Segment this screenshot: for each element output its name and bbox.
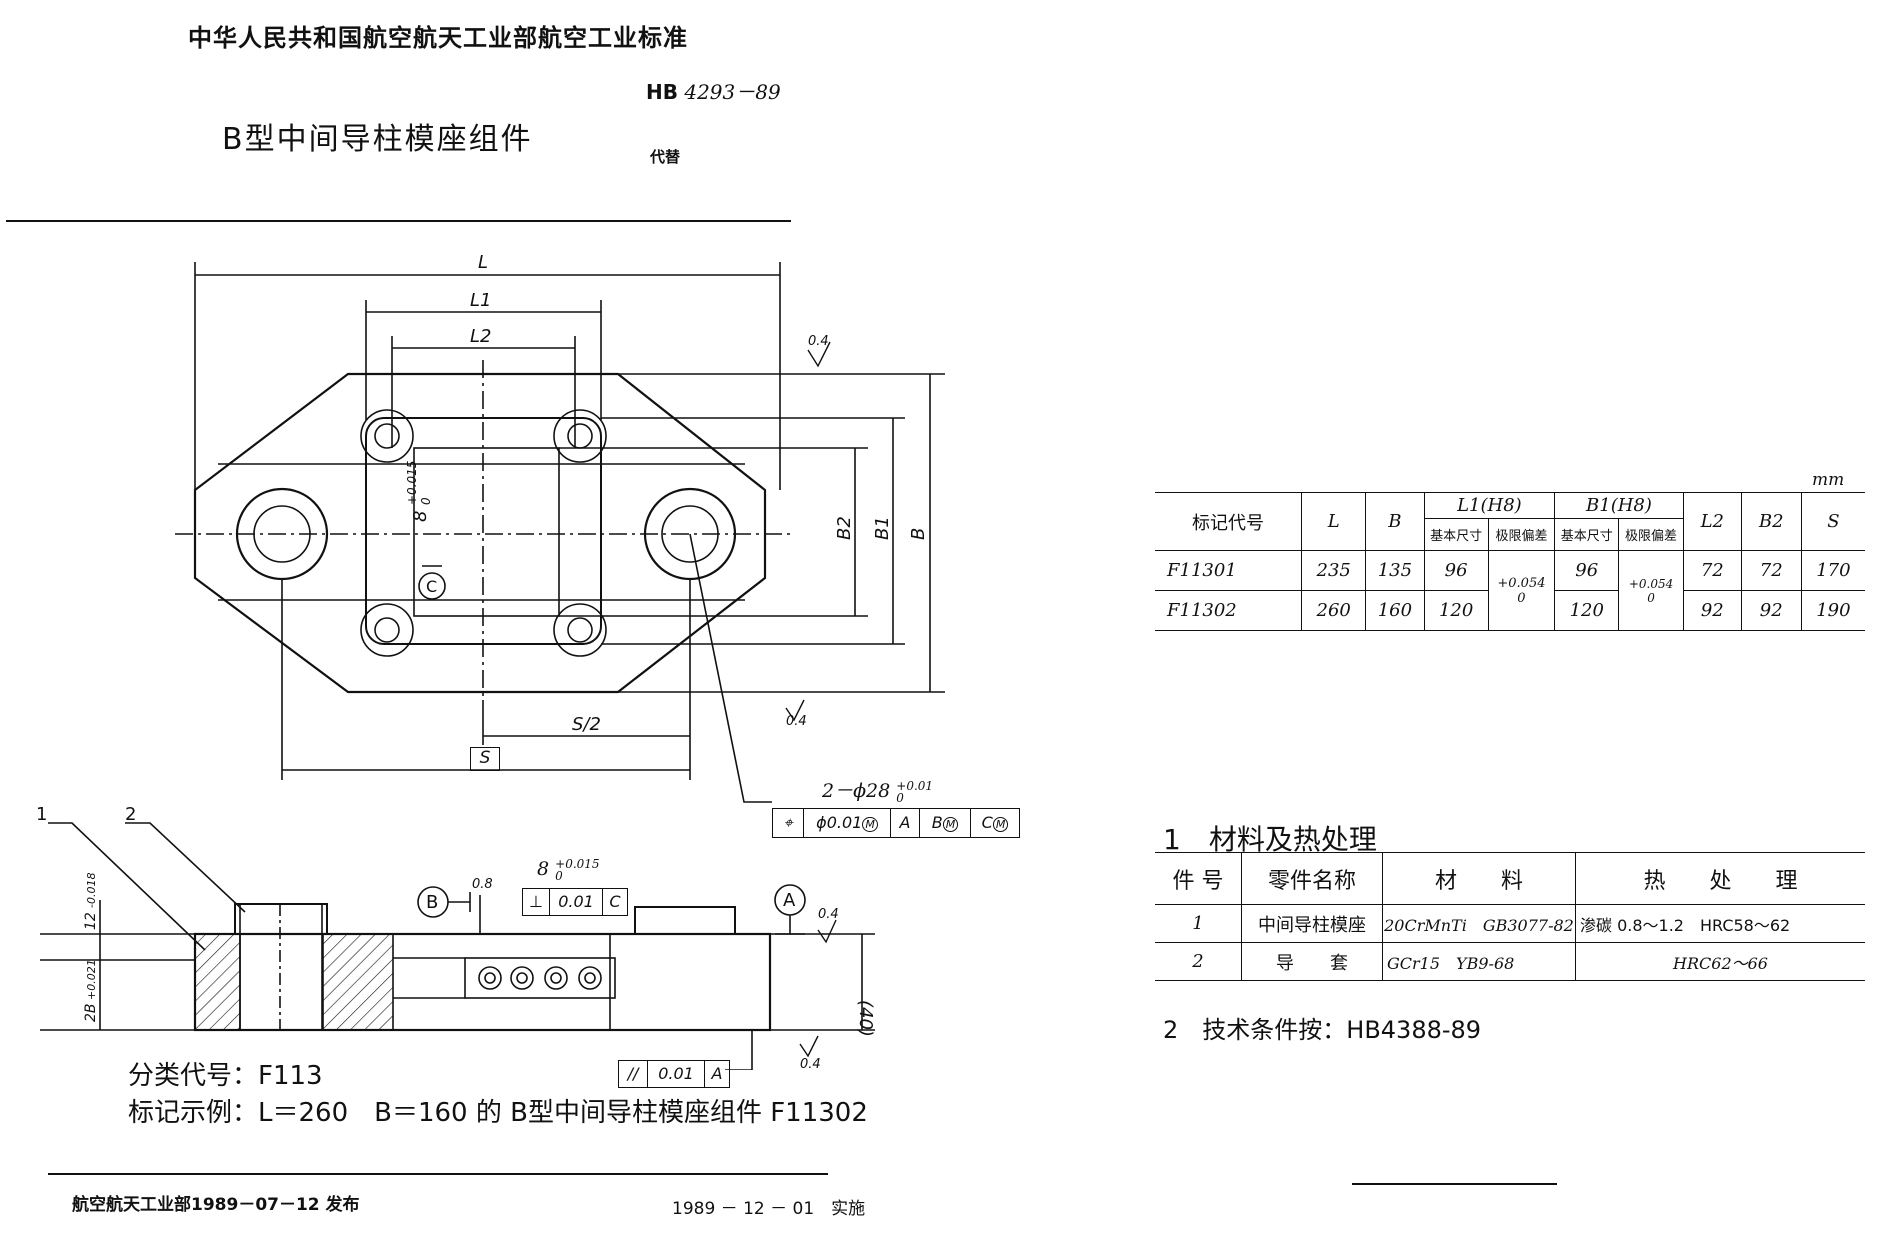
unit-label: mm [1812,470,1845,490]
slot-tol-low-label: 0 [419,497,433,505]
roughness-04b-value: 0.4 [800,1057,821,1070]
hdr-L2: L2 [1682,492,1742,551]
hdr-code: 标记代号 [1155,492,1303,551]
roughness-bottom-value: 0.4 [786,714,807,729]
dim-12-label: 12 [83,912,99,930]
hdr-L1-basic: 基本尺寸 [1423,518,1489,551]
dim-B2-label: B2 [834,516,855,540]
hole-tol-up: +0.01 [896,779,934,793]
B1-deviation: +0.054 0 [1618,550,1684,631]
materials-table: 件 号 零件名称 材 料 热 处 理 1 中间导柱模座 20CrMnTi GB3… [1155,852,1865,981]
table-row: 1 中间导柱模座 20CrMnTi GB3077-82 渗碳 0.8～1.2 H… [1155,904,1865,943]
standard-number: HB 4293－89 [646,76,781,105]
par-value: 0.01 [648,1061,705,1087]
dim-2B-tol: +0.021 [85,959,98,1000]
hdr-B2: B2 [1740,492,1802,551]
mat-hdr-name: 零件名称 [1241,852,1383,905]
L1-deviation: +0.054 0 [1487,550,1556,631]
mat-hdr-material: 材 料 [1382,852,1576,905]
hdr-L: L [1301,492,1367,551]
datum-C-label: C [426,577,437,596]
hole-tol-low: 0 [896,791,904,805]
section-view-drawing: 1 2 B A 0.8 0.4 0.4 (40) 12 -0.018 2B +0… [36,804,876,1070]
dim-B1-label: B1 [872,516,893,540]
marking-example: 标记示例：L＝260 B＝160 的 B型中间导柱模座组件 F11302 [128,1098,868,1128]
item-2-callout: 2 [125,804,136,825]
dim-B-label: B [908,528,929,540]
mat-hdr-no: 件 号 [1155,852,1242,905]
dim-S-box: S [470,747,500,771]
dim-2B-label: 2B [83,1003,99,1022]
slot-dim-label: 8 [410,511,431,522]
hole-spec: 2－ϕ28 +0.01 0 [822,776,933,804]
mat-hdr-heat: 热 处 理 [1575,852,1865,905]
document-title: B型中间导柱模座组件 [222,122,533,157]
hdr-L1: L1(H8) [1423,492,1556,519]
issued-date: 航空航天工业部1989－07－12 发布 [72,1195,360,1215]
slot-dim-section: 8 +0.015 0 [537,857,600,883]
size-table: 标记代号 L B L1(H8) B1(H8) L2 B2 S 基本尺寸 极限偏差… [1155,492,1865,631]
perp-value: 0.01 [550,889,603,915]
roughness-08-value: 0.8 [472,877,493,892]
datum-A-label: A [783,890,796,911]
item-1-callout: 1 [36,804,47,825]
dim-L1-label: L1 [470,290,491,311]
org-standard-title: 中华人民共和国航空航天工业部航空工业标准 [188,24,688,52]
standard-code: 4293－89 [684,80,781,104]
dim-12-tol: -0.018 [85,873,98,908]
dim-S2-label: S/2 [572,714,601,735]
ref-datum-A: A [891,809,920,837]
hdr-B1-basic: 基本尺寸 [1554,518,1620,551]
end-rule [1352,1183,1557,1185]
hdr-S: S [1800,492,1865,551]
roughness-top-value: 0.4 [808,334,829,349]
tech-conditions: 2 技术条件按：HB4388-89 [1163,1016,1482,1044]
perpendicular-icon: ⊥ [523,889,550,915]
slot-tol-label: +0.015 [405,461,419,505]
standard-prefix: HB [646,80,678,104]
effective-date: 1989 － 12 － 01 实施 [672,1199,866,1219]
replaces-label: 代替 [650,148,681,166]
dim-L2-label: L2 [470,326,491,347]
datum-B-label: B [426,892,438,913]
hdr-B1: B1(H8) [1554,492,1684,519]
position-symbol-icon: ⌖ [773,809,804,837]
roughness-04a-value: 0.4 [818,907,839,922]
dim-L-label: L [478,252,488,273]
table-row: F11302 260 160 120 120 92 92 190 [1155,590,1865,631]
parallel-icon: // [619,1061,648,1087]
perpendicularity-frame: ⊥ 0.01 C [522,888,628,916]
table-row: 2 导 套 GCr15 YB9-68 HRC62～66 [1155,942,1865,981]
hdr-B: B [1365,492,1425,551]
hole-spec-main: 2－ϕ28 [822,780,891,802]
top-view-drawing: L L1 L2 S/2 0.4 0.4 C B2 B1 B 8 +0.015 0 [175,252,945,803]
footer-rule [48,1173,828,1175]
materials-heading: 1 材料及热处理 [1163,823,1377,856]
hdr-B1-dev: 极限偏差 [1618,518,1684,551]
hdr-L1-dev: 极限偏差 [1487,518,1556,551]
par-ref: A [711,1064,723,1083]
header-rule [6,220,791,222]
class-code: 分类代号：F113 [128,1061,323,1091]
parallelism-frame: // 0.01 A [618,1060,730,1088]
height-40-label: (40) [855,1000,876,1037]
perp-ref: C [609,892,621,911]
table-row: F11301 235 135 96 +0.054 0 96 +0.054 0 7… [1155,550,1865,631]
